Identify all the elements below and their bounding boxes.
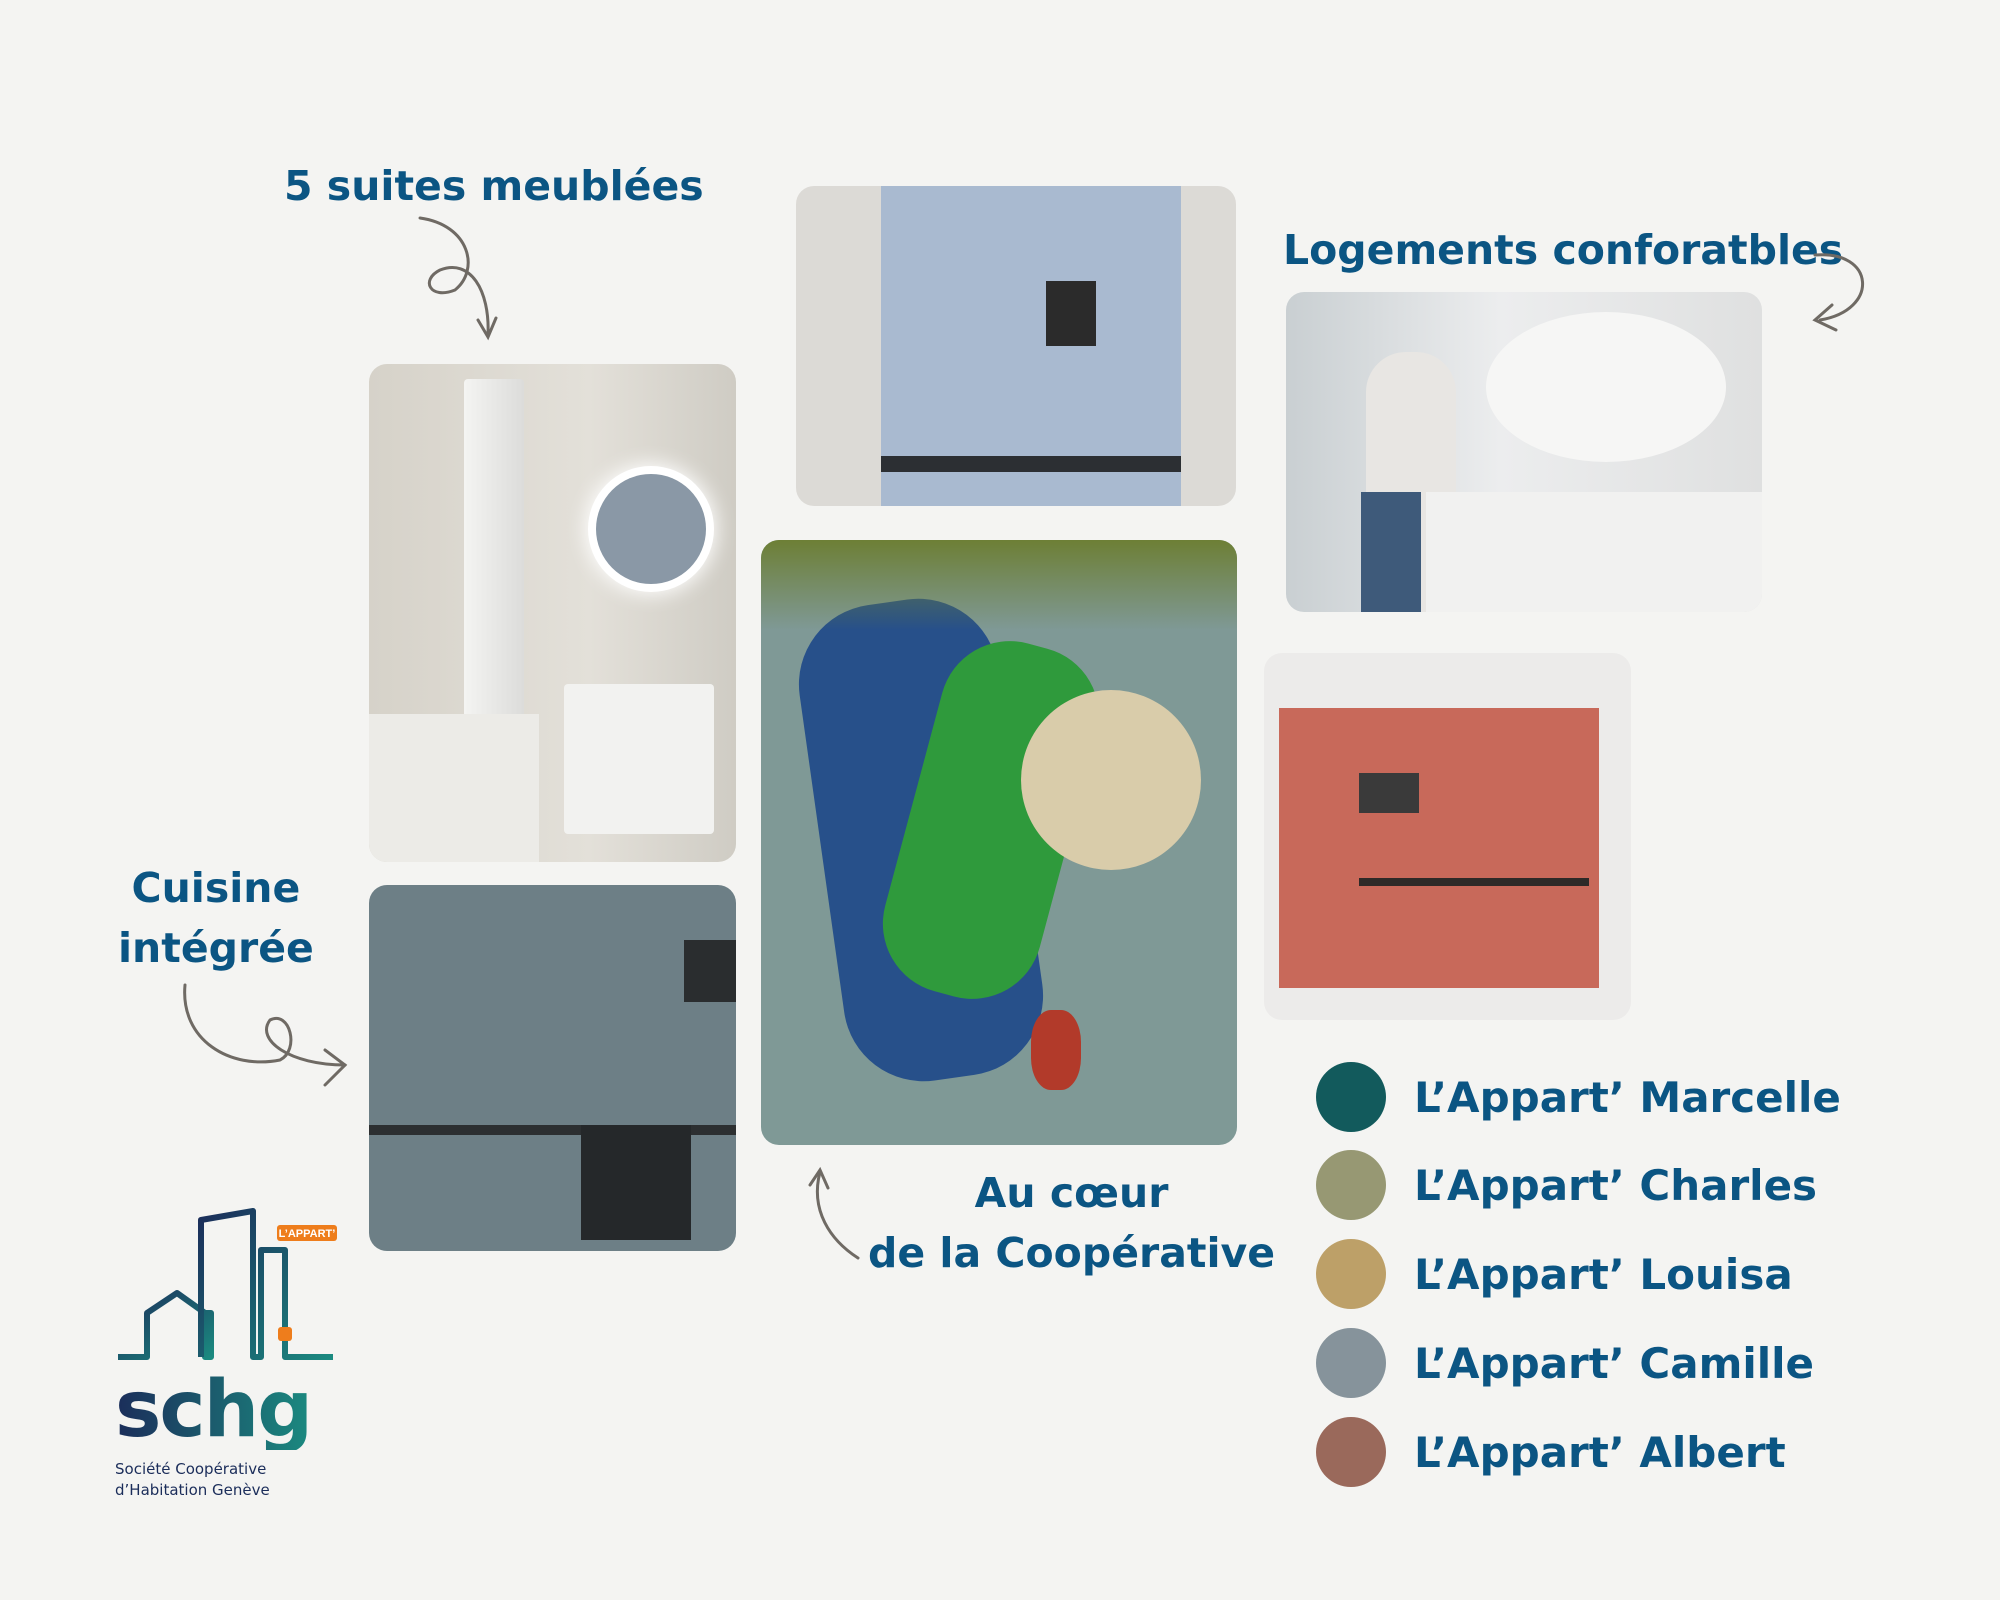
legend-item-louisa: L’Appart’ Louisa bbox=[1316, 1238, 1793, 1310]
photo-mural bbox=[761, 540, 1237, 1145]
legend-item-camille: L’Appart’ Camille bbox=[1316, 1327, 1814, 1399]
photo-bedroom bbox=[1286, 292, 1762, 612]
schg-logo: L’APPART’ schg Société Coopérative d’Hab… bbox=[115, 1205, 340, 1505]
logo-badge: L’APPART’ bbox=[279, 1228, 336, 1240]
caption-cuisine: Cuisine intégrée bbox=[118, 858, 314, 978]
buildings-logo-icon: L’APPART’ bbox=[118, 1208, 337, 1360]
logo-wordmark: schg bbox=[115, 1365, 313, 1455]
legend-label: L’Appart’ Louisa bbox=[1414, 1249, 1793, 1299]
legend-item-albert: L’Appart’ Albert bbox=[1316, 1416, 1786, 1488]
color-swatch bbox=[1316, 1328, 1386, 1398]
legend-label: L’Appart’ Charles bbox=[1414, 1160, 1818, 1210]
caption-coeur-line2: de la Coopérative bbox=[868, 1229, 1276, 1277]
logo-line1: Société Coopérative bbox=[115, 1460, 267, 1478]
color-swatch bbox=[1316, 1062, 1386, 1132]
caption-cuisine-line2: intégrée bbox=[118, 924, 314, 972]
photo-kitchen-blue bbox=[796, 186, 1236, 506]
logo-line2: d’Habitation Genève bbox=[115, 1481, 270, 1499]
legend-label: L’Appart’ Albert bbox=[1414, 1427, 1786, 1477]
caption-logements: Logements conforatbles bbox=[1283, 226, 1844, 274]
legend-item-marcelle: L’Appart’ Marcelle bbox=[1316, 1061, 1841, 1133]
color-swatch bbox=[1316, 1150, 1386, 1220]
caption-coeur-line1: Au cœur bbox=[974, 1169, 1169, 1217]
legend-label: L’Appart’ Marcelle bbox=[1414, 1072, 1841, 1122]
caption-cuisine-line1: Cuisine bbox=[131, 864, 301, 912]
photo-kitchen-red bbox=[1264, 653, 1631, 1020]
photo-kitchen-grey bbox=[369, 885, 736, 1251]
color-swatch bbox=[1316, 1417, 1386, 1487]
caption-coeur: Au cœur de la Coopérative bbox=[868, 1163, 1275, 1283]
caption-suites: 5 suites meublées bbox=[284, 162, 704, 210]
legend-item-charles: L’Appart’ Charles bbox=[1316, 1149, 1817, 1221]
color-swatch bbox=[1316, 1239, 1386, 1309]
legend-label: L’Appart’ Camille bbox=[1414, 1338, 1815, 1388]
photo-bathroom bbox=[369, 364, 736, 862]
